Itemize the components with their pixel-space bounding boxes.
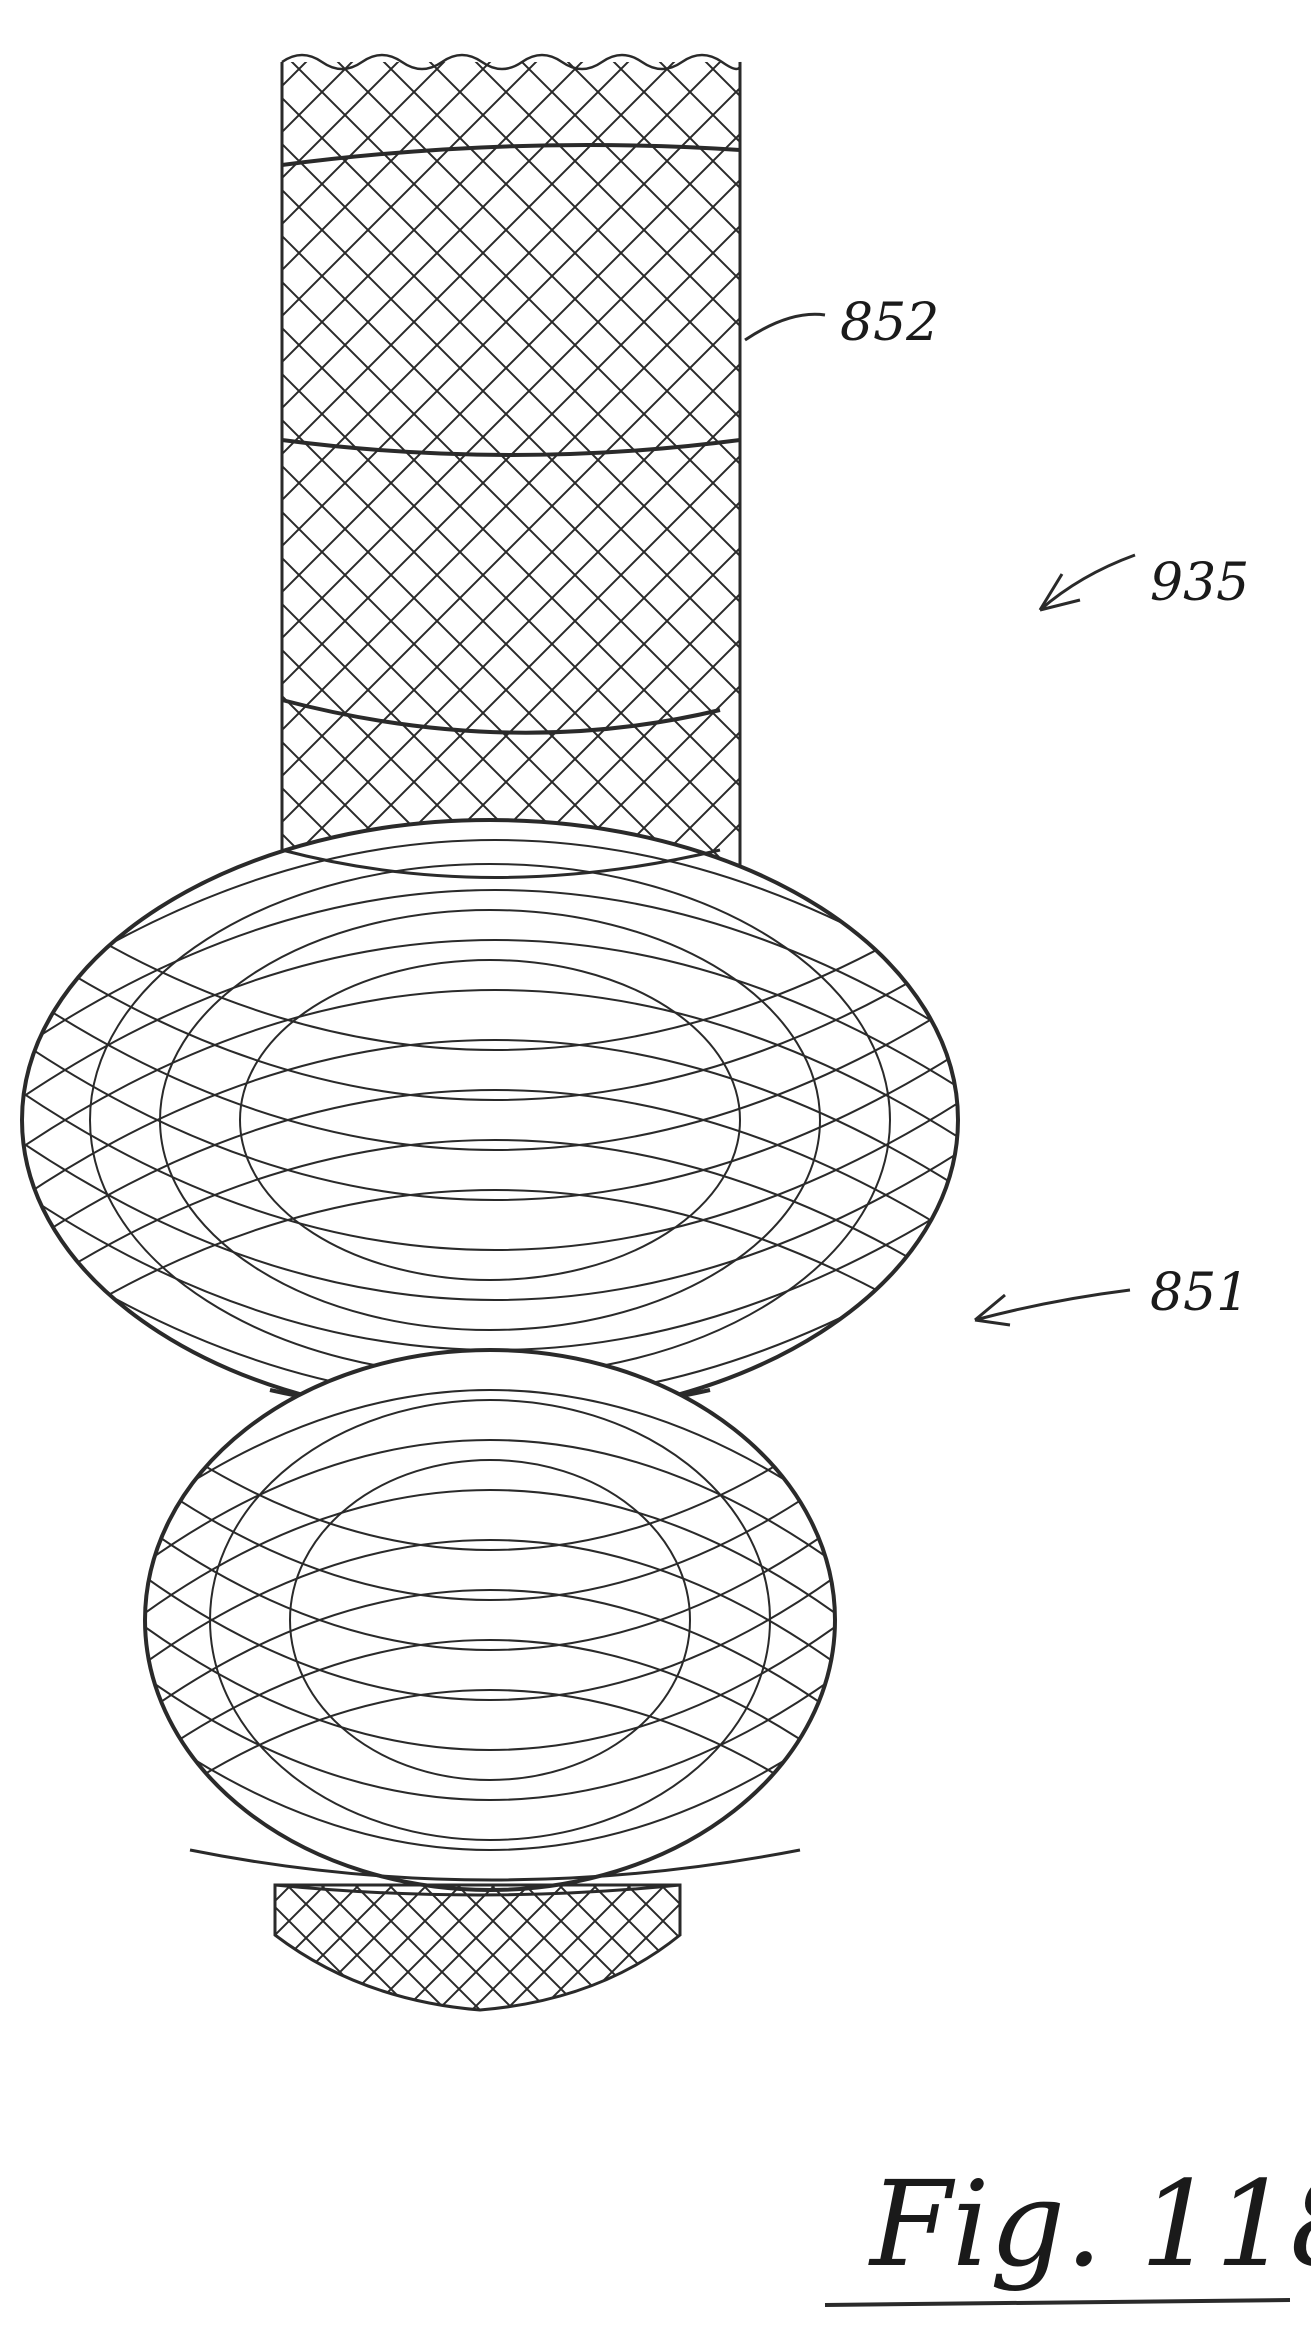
figure-caption: Fig. 118 [868, 2155, 1311, 2293]
caption-underline [825, 2300, 1290, 2305]
arrow-935 [1040, 555, 1135, 610]
braided-tube [282, 55, 740, 882]
label-851: 851 [1150, 1263, 1249, 1323]
lower-bulb [50, 1350, 930, 1900]
label-852: 852 [840, 293, 939, 353]
arrow-851 [975, 1290, 1130, 1325]
label-935: 935 [1150, 553, 1249, 613]
bottom-nub [275, 1885, 680, 2010]
leader-852 [745, 314, 825, 340]
